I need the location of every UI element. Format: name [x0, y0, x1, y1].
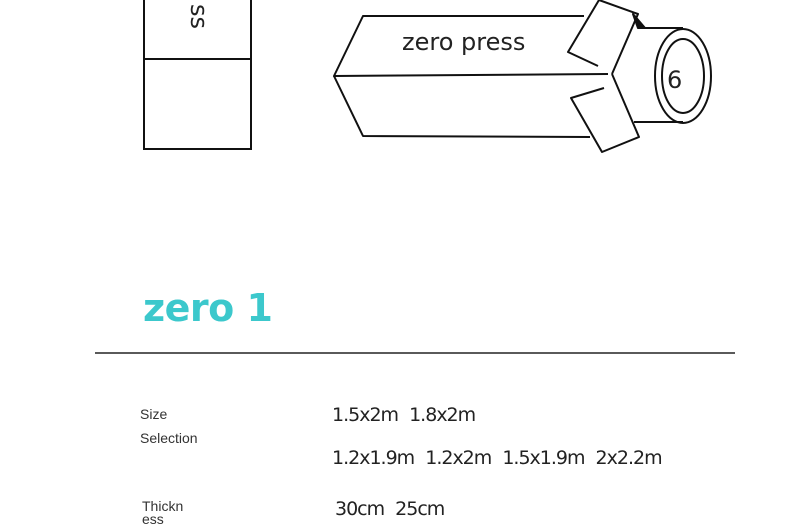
folded-panel-text: ss: [185, 4, 213, 29]
size-label-line2: Selection: [140, 430, 198, 446]
size-options-row1: 1.5x2m 1.8x2m: [332, 404, 476, 426]
product-title: zero 1: [143, 286, 273, 330]
thickness-options: 30cm 25cm: [335, 498, 445, 520]
roll-label: zero press: [402, 28, 525, 56]
roll-end-number: 6: [667, 66, 682, 94]
divider: [95, 352, 735, 354]
rolled-package-icon: [333, 0, 712, 153]
product-diagram: ss zero press 6: [143, 0, 712, 153]
size-label-line1: Size: [140, 406, 168, 422]
thickness-label-line2: ess: [142, 511, 164, 527]
folded-mattress-icon: [143, 0, 252, 150]
size-options-row2: 1.2x1.9m 1.2x2m 1.5x1.9m 2x2.2m: [332, 447, 663, 469]
thickness-label-line1: Thickn: [142, 498, 184, 514]
